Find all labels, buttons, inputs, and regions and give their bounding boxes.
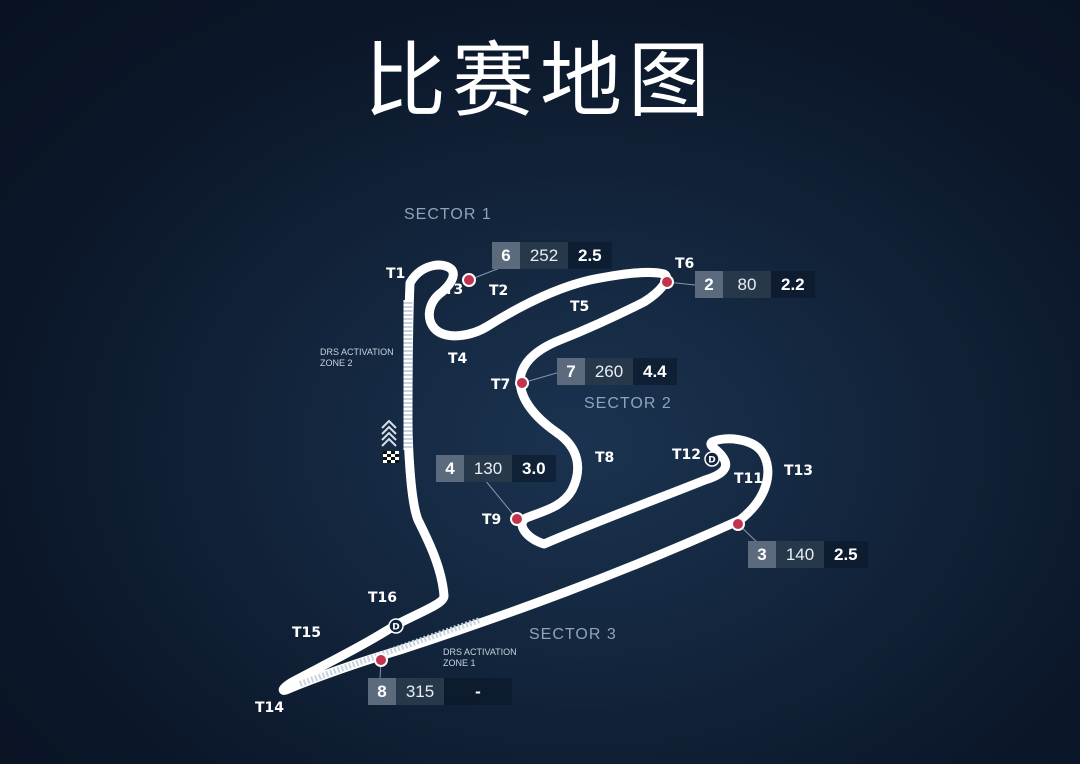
gear-value: 7 (557, 358, 585, 385)
drs-zone-2-strip (403, 300, 413, 450)
chevron-up-icon (381, 419, 397, 447)
turn-label-t1: T1 (386, 266, 406, 282)
turn-label-t15: T15 (292, 625, 322, 641)
g-force-value: 2.2 (771, 271, 815, 298)
gear-value: 8 (368, 678, 396, 705)
turn-label-t7: T7 (491, 377, 511, 393)
corner-info-box: 6 252 2.5 (492, 242, 612, 269)
sector-3-label: SECTOR 3 (529, 626, 617, 643)
g-force-value: - (444, 678, 512, 705)
gear-value: 6 (492, 242, 520, 269)
corner-info-box: 4 130 3.0 (436, 455, 556, 482)
drs-zone-1-label: DRS ACTIVATION ZONE 1 (443, 647, 517, 668)
turn-label-t12: T12 (672, 447, 702, 463)
drs-detection-icon: D D (388, 451, 720, 634)
svg-text:D: D (708, 456, 715, 466)
turn-label-t9: T9 (482, 512, 502, 528)
speed-value: 130 (464, 455, 512, 482)
turn-label-t8: T8 (595, 450, 615, 466)
svg-text:D: D (392, 623, 399, 633)
gear-value: 2 (695, 271, 723, 298)
turn-label-t14: T14 (255, 700, 285, 716)
drs-zone-1-strip (298, 617, 481, 687)
g-force-value: 2.5 (568, 242, 612, 269)
turn-label-t5: T5 (570, 299, 590, 315)
sector-1-label: SECTOR 1 (404, 206, 492, 223)
checkered-flag-icon (383, 451, 399, 463)
speed-value: 315 (396, 678, 444, 705)
speed-value: 80 (723, 271, 771, 298)
corner-info-box: 2 80 2.2 (695, 271, 815, 298)
corner-info-box: 8 315 - (368, 678, 512, 705)
corner-marker-icon (374, 273, 745, 667)
gear-value: 3 (748, 541, 776, 568)
corner-info-box: 7 260 4.4 (557, 358, 677, 385)
corner-info-box: 3 140 2.5 (748, 541, 868, 568)
drs-zone-2-label: DRS ACTIVATION ZONE 2 (320, 347, 394, 368)
turn-label-t16: T16 (368, 590, 398, 606)
turn-label-t13: T13 (784, 463, 814, 479)
g-force-value: 3.0 (512, 455, 556, 482)
speed-value: 140 (776, 541, 824, 568)
gear-value: 4 (436, 455, 464, 482)
turn-label-t11: T11 (734, 471, 764, 487)
turn-label-t2: T2 (489, 283, 509, 299)
g-force-value: 4.4 (633, 358, 677, 385)
speed-value: 252 (520, 242, 568, 269)
turn-label-t3: T3 (444, 282, 464, 298)
g-force-value: 2.5 (824, 541, 868, 568)
turn-label-t4: T4 (448, 351, 468, 367)
page-title: 比赛地图 (363, 34, 716, 129)
sector-2-label: SECTOR 2 (584, 395, 672, 412)
turn-label-t6: T6 (675, 256, 695, 272)
speed-value: 260 (585, 358, 633, 385)
